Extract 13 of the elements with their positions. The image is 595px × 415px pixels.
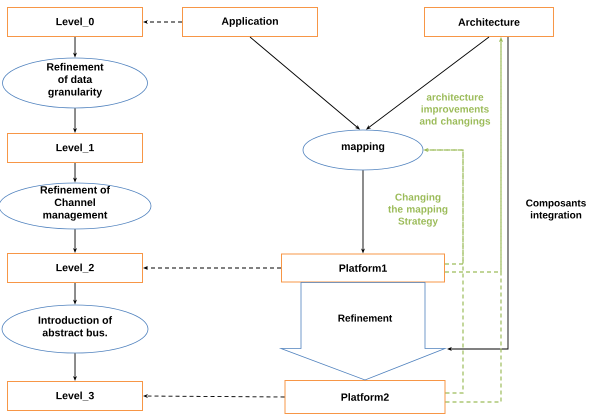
edge-label: Composants integration	[526, 199, 586, 221]
edge-label: architecture improvements and changings	[420, 93, 490, 127]
edge-label: Refinement	[338, 314, 392, 322]
block-arrow	[278, 282, 448, 380]
process-box: Level_2	[7, 253, 143, 283]
process-box: Level_1	[7, 133, 143, 163]
edge-label: Changing the mapping Strategy	[388, 193, 448, 227]
process-box: Architecture	[424, 7, 554, 37]
process-box: Platform1	[281, 254, 445, 282]
process-box: Level_0	[7, 7, 143, 37]
process-box: Platform2	[284, 380, 446, 414]
process-box: Application	[182, 7, 318, 37]
process-box: Level_3	[7, 381, 143, 411]
